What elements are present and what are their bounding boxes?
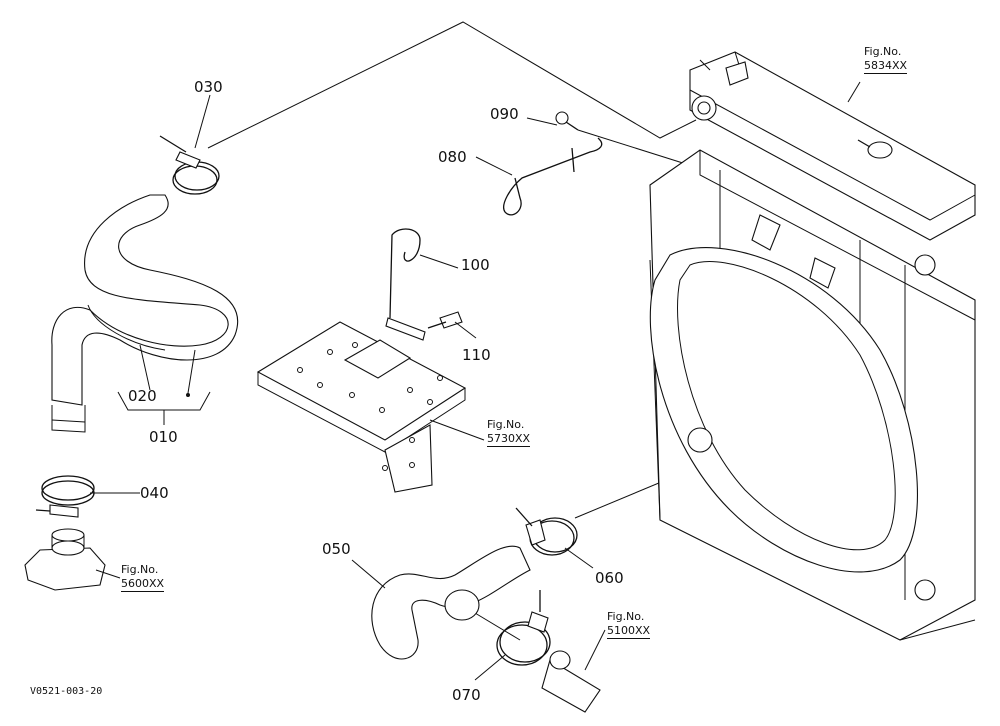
bolt-110: [427, 311, 463, 329]
callout-040: 040: [140, 484, 169, 502]
radiator-assembly: [649, 51, 976, 641]
figure-ref-label: Fig.No.: [121, 563, 159, 576]
callout-020: 020: [128, 387, 157, 405]
hose-clamp-070: [496, 590, 551, 666]
hose-clamp-060: [515, 507, 578, 556]
drawing-code: V0521-003-20: [30, 686, 103, 697]
figure-ref-5600xx: Fig.No. 5600XX: [121, 563, 165, 592]
lower-radiator-hose: [371, 545, 531, 660]
figure-ref-5100xx: Fig.No. 5100XX: [607, 610, 651, 639]
callout-010: 010: [149, 428, 178, 446]
figure-ref-number: 5834XX: [864, 58, 908, 74]
figure-ref-label: Fig.No.: [607, 610, 645, 623]
hose-clamp-030: [159, 135, 220, 195]
figure-ref-5834xx: Fig.No. 5834XX: [864, 45, 908, 74]
mounting-plate: [256, 321, 467, 493]
water-pipe: [541, 650, 601, 713]
figure-ref-number: 5600XX: [121, 576, 165, 592]
callout-060: 060: [595, 569, 624, 587]
figure-ref-number: 5730XX: [487, 431, 531, 447]
upper-radiator-hose: [51, 194, 239, 433]
callout-090: 090: [490, 105, 519, 123]
callout-100: 100: [461, 256, 490, 274]
callout-050: 050: [322, 540, 351, 558]
hose-clamp-040: [35, 475, 95, 518]
stay-rod-080: [503, 111, 603, 216]
figure-ref-label: Fig.No.: [864, 45, 902, 58]
assembly-leader-lines: [207, 21, 706, 641]
callout-030: 030: [194, 78, 223, 96]
callout-080: 080: [438, 148, 467, 166]
hose-marker-dot: [186, 393, 190, 397]
stay-rod-100: [385, 228, 426, 341]
callout-070: 070: [452, 686, 481, 704]
figure-ref-number: 5100XX: [607, 623, 651, 639]
callout-leaders: [90, 81, 861, 681]
water-flange: [24, 528, 106, 591]
figure-ref-label: Fig.No.: [487, 418, 525, 431]
figure-ref-5730xx: Fig.No. 5730XX: [487, 418, 531, 447]
callout-110: 110: [462, 346, 491, 364]
